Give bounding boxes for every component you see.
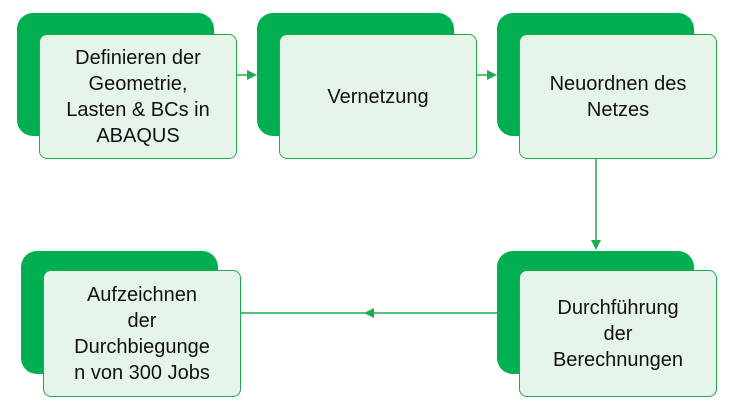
step-2-label: Vernetzung (327, 85, 429, 108)
step-3-label: Neuordnen des Netzes (549, 72, 687, 121)
step-4-run-calculations: Durchführung der Berechnungen (497, 251, 717, 397)
step-4-box: Durchführung der Berechnungen (519, 270, 717, 397)
step-3-box: Neuordnen des Netzes (519, 34, 717, 159)
step-1-label: Definieren der Geometrie, Lasten & BCs i… (66, 46, 210, 147)
step-2-box: Vernetzung (279, 34, 477, 159)
step-1-box: Definieren der Geometrie, Lasten & BCs i… (39, 34, 237, 159)
step-2-meshing: Vernetzung (257, 13, 477, 159)
step-1-define-geometry: Definieren der Geometrie, Lasten & BCs i… (17, 13, 237, 159)
step-5-label: Aufzeichnen der Durchbiegunge n von 300 … (74, 283, 210, 384)
step-5-box: Aufzeichnen der Durchbiegunge n von 300 … (43, 270, 241, 397)
step-4-label: Durchführung der Berechnungen (552, 296, 684, 371)
step-3-reorder-mesh: Neuordnen des Netzes (497, 13, 717, 159)
step-5-record-deflections: Aufzeichnen der Durchbiegunge n von 300 … (21, 251, 241, 397)
